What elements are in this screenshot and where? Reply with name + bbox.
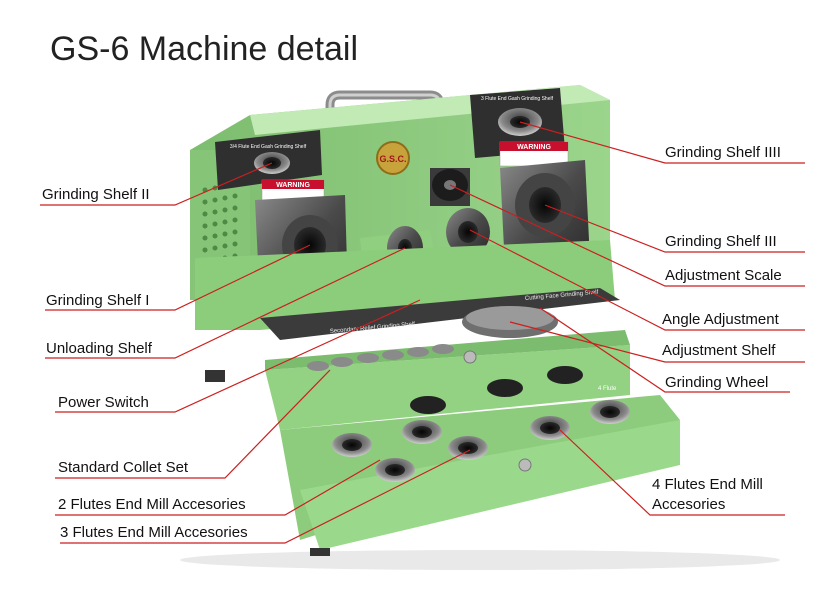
page-title: GS-6 Machine detail xyxy=(50,30,359,68)
leader-lines xyxy=(40,121,805,544)
ledge-plate xyxy=(260,288,620,340)
lower-drawer-front xyxy=(300,420,680,550)
label-grinding-shelf-iii: Grinding Shelf III xyxy=(665,233,777,250)
warning-sticker-right-title: WARNING xyxy=(517,144,551,151)
shelf-iiii-plate: 3 Flute End Gash Grinding Shelf xyxy=(481,96,554,102)
lower-drawer-knob xyxy=(518,458,532,472)
warning-sticker-left-title: WARNING xyxy=(276,182,310,189)
label-3-flutes: 3 Flutes End Mill Accesories xyxy=(60,524,248,541)
label-4-flutes-line1: 4 Flutes End Mill xyxy=(652,476,763,493)
label-power-switch: Power Switch xyxy=(58,394,149,411)
label-adjustment-scale: Adjustment Scale xyxy=(665,267,782,284)
drawer-tag-4: 4 Flute xyxy=(598,386,617,392)
label-grinding-shelf-ii: Grinding Shelf II xyxy=(42,186,150,203)
label-grinding-wheel: Grinding Wheel xyxy=(665,374,769,391)
label-standard-collet-set: Standard Collet Set xyxy=(58,459,189,476)
floor-shadow xyxy=(180,550,780,570)
shelf-ii-plate: 3/4 Flute End Gash Grinding Shelf xyxy=(230,144,307,150)
collet-set-row xyxy=(307,344,454,371)
label-grinding-shelf-i: Grinding Shelf I xyxy=(46,292,150,309)
foot-front xyxy=(310,548,330,556)
foot-left xyxy=(205,370,225,382)
accessory-cups xyxy=(332,366,630,482)
brand-badge-text: G.S.C. xyxy=(379,154,406,164)
label-unloading-shelf: Unloading Shelf xyxy=(46,340,152,357)
label-grinding-shelf-iiii: Grinding Shelf IIII xyxy=(665,144,781,161)
label-adjustment-shelf: Adjustment Shelf xyxy=(662,342,776,359)
brand-badge xyxy=(376,141,410,175)
upper-drawer-knob xyxy=(463,350,477,364)
label-2-flutes: 2 Flutes End Mill Accesories xyxy=(58,496,246,513)
label-angle-adjustment: Angle Adjustment xyxy=(662,311,779,328)
upper-drawer-front xyxy=(265,345,630,430)
label-4-flutes-line2: Accesories xyxy=(652,496,726,513)
